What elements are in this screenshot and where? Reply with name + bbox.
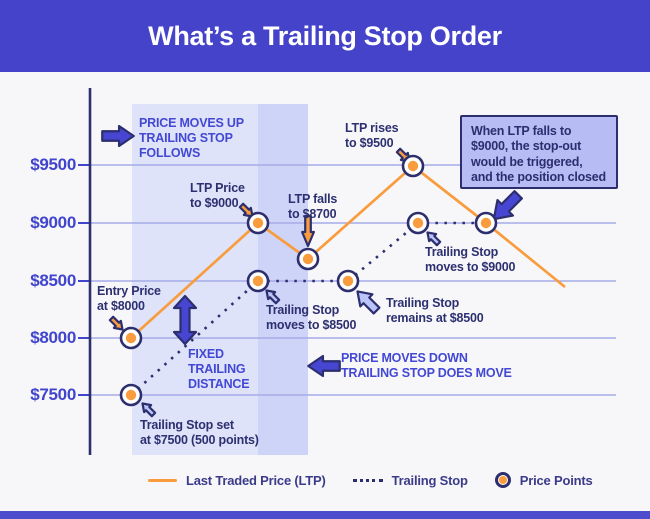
- y-axis-label: $7500: [30, 385, 76, 404]
- up-down-arrow-icon: [172, 294, 198, 346]
- annotation-entry-price: Entry Price at $8000: [97, 284, 161, 313]
- annotation-ltp-falls-8700: LTP falls to $8700: [288, 192, 338, 221]
- annotation-fixed-trailing-distance: FIXED TRAILING DISTANCE: [188, 347, 250, 391]
- legend-label: Price Points: [519, 472, 593, 488]
- legend-item-price-points: Price Points: [494, 472, 593, 488]
- annotation-ts-moves-8500: Trailing Stop moves to $8500: [266, 303, 357, 332]
- trailing-stop-swatch-icon: [352, 478, 383, 482]
- price-point-markers: [119, 154, 498, 407]
- y-axis-label: $8000: [30, 328, 76, 347]
- annotation-ltp-price-9000: LTP Price to $9000: [190, 181, 245, 210]
- right-arrow-icon: [101, 124, 135, 148]
- annotation-price-moves-up: PRICE MOVES UP TRAILING STOP FOLLOWS: [139, 116, 244, 160]
- footer-bar: [0, 511, 650, 519]
- title-bar: What’s a Trailing Stop Order: [0, 0, 650, 72]
- price-point: [119, 154, 498, 407]
- annotation-ts-remains-8500: Trailing Stop remains at $8500: [386, 296, 484, 325]
- ltp-line-swatch-icon: [148, 478, 177, 482]
- page-title: What’s a Trailing Stop Order: [148, 20, 502, 51]
- stop-out-callout: When LTP falls to $9000, the stop-out wo…: [460, 115, 618, 189]
- y-axis-ticks: [78, 164, 90, 396]
- legend-label: Last Traded Price (LTP): [186, 472, 326, 488]
- annotation-ltp-rises-9500: LTP rises to $9500: [345, 121, 399, 150]
- legend-label: Trailing Stop: [391, 472, 468, 488]
- phase-bands: [132, 104, 308, 455]
- y-axis-label: $9500: [30, 155, 76, 174]
- y-axis-label: $9000: [30, 213, 76, 232]
- annotation-ts-moves-9000: Trailing Stop moves to $9000: [425, 245, 516, 274]
- legend-item-trailing-stop: Trailing Stop: [352, 472, 468, 488]
- legend-item-ltp: Last Traded Price (LTP): [148, 473, 326, 488]
- left-arrow-icon: [307, 354, 341, 378]
- legend: Last Traded Price (LTP) Trailing Stop Pr…: [148, 470, 593, 490]
- ltp-line: [130, 164, 566, 340]
- y-axis-label: $8500: [30, 271, 76, 290]
- annotation-trailing-stop-set: Trailing Stop set at $7500 (500 points): [140, 418, 259, 447]
- blue-arrows: [101, 124, 528, 378]
- annotation-price-moves-down: PRICE MOVES DOWN TRAILING STOP DOES MOVE: [341, 351, 512, 380]
- price-point-swatch-icon: [494, 472, 511, 488]
